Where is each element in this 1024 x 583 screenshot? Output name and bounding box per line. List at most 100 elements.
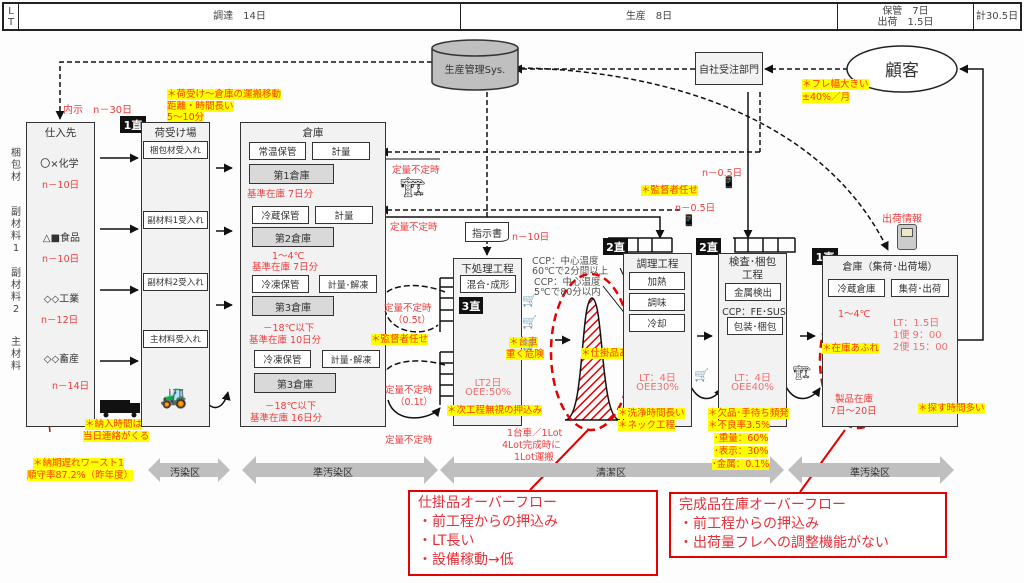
- wh2-name: 第2倉庫: [252, 227, 334, 247]
- irregular-01: 定量不定時: [385, 385, 433, 396]
- ccp-cooling: CCP：中心温度 5℃で80分以内: [534, 278, 601, 298]
- receiving-note-3: 5～10分: [167, 112, 205, 123]
- inspection-note-3: ･重量：60%: [714, 433, 769, 444]
- shipping-info-line: [519, 67, 889, 251]
- inspection-note-4: ･表示：30%: [714, 446, 769, 457]
- production-system: 生産管理Sys.: [444, 65, 506, 76]
- transport-note-2: 4Lot完成時に: [502, 440, 561, 451]
- cooking-signal-line: [380, 216, 665, 239]
- fg-stock-label-1: 製品在庫: [835, 394, 874, 405]
- preprocess-op: 混合･成形: [460, 275, 516, 293]
- wh4-name: 第3倉庫: [254, 373, 336, 393]
- receiving-item-4: 主材料受入れ: [143, 330, 208, 348]
- instruction-document: 指示書: [465, 222, 509, 242]
- wh3-storage: 冷凍保管: [252, 275, 309, 293]
- cart-icon-cooking: 🛒: [694, 368, 709, 382]
- supplier-lead-4: n－14日: [52, 381, 90, 392]
- category-label-1: 梱包材: [11, 148, 21, 183]
- wh3-stock: 基準在庫 10日分: [249, 335, 322, 346]
- inspection-oee: OEE40%: [731, 382, 774, 393]
- cooking-lead-2: n－0.5日: [675, 203, 716, 214]
- wh2-op: 計量: [315, 206, 373, 224]
- fg-callout-item-1: ・前工程からの押込み: [679, 516, 819, 532]
- search-time-note: ＊探す時間多い: [918, 403, 985, 414]
- phone-icon-1: 📱: [722, 176, 736, 189]
- wh1-storage: 常温保管: [249, 142, 306, 160]
- preprocess-title: 下処理工程: [461, 263, 514, 275]
- customer-ellipse: [846, 45, 958, 93]
- inspection-lt: LT：4日: [734, 373, 771, 384]
- wip-callout-item-2: ・LT長い: [418, 533, 475, 549]
- delivery-note-2: 当日連絡がくる: [83, 431, 150, 442]
- lt-storage-shipping: 保管 7日 出荷 1.5日: [838, 4, 974, 29]
- supplier-lead-1: n－10日: [42, 180, 80, 191]
- transport-note-3: 1Lot運搬: [514, 452, 554, 463]
- qty-05: （0.5t）: [393, 315, 431, 326]
- order-department: 自社受注部門: [695, 52, 763, 85]
- supplier-title: 仕入先: [44, 127, 77, 139]
- supplier-box: 仕入先: [26, 122, 95, 427]
- lt-storage: 保管 7日: [882, 5, 929, 17]
- receiving-shift-badge: 1直: [120, 116, 146, 133]
- fg-callout-title: 完成品在庫オーバーフロー: [679, 497, 847, 513]
- cooking-lt: LT：4日: [639, 373, 676, 384]
- customer: 顧客: [885, 61, 919, 81]
- wip-callout-item-1: ・前工程からの押込み: [418, 514, 558, 530]
- cart-icons: 🛒🛒🛒: [522, 293, 537, 351]
- wh3-op: 計量･解凍: [319, 275, 377, 293]
- wh4-op: 計量･解凍: [322, 350, 380, 368]
- phone-icon-2: 📱: [682, 214, 696, 227]
- shipping-info-label: 出荷情報: [882, 214, 922, 225]
- ccp-heating: CCP：中心温度 60℃で2分間以上: [532, 257, 608, 277]
- cooking-op-heat: 加熱: [629, 272, 685, 290]
- zone-label-3: 清潔区: [596, 468, 626, 479]
- inspection-box: 検査･梱包 工程: [718, 253, 787, 427]
- zone-arrow-1: [148, 458, 230, 482]
- inspection-title-1: 検査･梱包: [728, 256, 777, 268]
- receiving-note-1: ＊荷受け～倉庫の運搬移動: [167, 89, 282, 100]
- wip-overflow-note: ＊仕掛品あふれ: [581, 348, 648, 359]
- prod-sys-cylinder: [431, 39, 519, 91]
- inspection-title: 検査･梱包 工程: [719, 256, 786, 282]
- cooking-oee: OEE30%: [636, 382, 679, 393]
- supplier-lead-2: n－10日: [42, 254, 80, 265]
- wh4-stock: 基準在庫 16日分: [250, 413, 323, 424]
- ccp-cooling-line-2: 5℃で80分以内: [534, 287, 601, 298]
- shipping-trip-2: 2便 15：00: [893, 342, 948, 353]
- inspection-note-5: ･金属：0.1%: [712, 459, 770, 470]
- preprocess-oee: OEE:50%: [464, 387, 512, 398]
- lt-label-t: T: [7, 16, 15, 28]
- forklift-icon-2: 🏗: [400, 175, 426, 199]
- wh2-storage: 冷蔵保管: [252, 206, 309, 224]
- zone-label-1: 汚染区: [170, 468, 200, 479]
- irregular-05: 定量不定時: [384, 303, 432, 314]
- push-note: ＊次工程無視の押込み: [447, 405, 543, 416]
- fg-callout-item-2: ・出荷量フレへの調整機能がない: [679, 535, 889, 551]
- cooking-op-season: 調味: [629, 293, 685, 311]
- lt-procurement: 調達 14日: [19, 4, 461, 29]
- rack-1: [439, 277, 455, 405]
- shipping-schedule: LT：1.5日 1便 9：00 2便 15：00: [893, 318, 948, 354]
- supplier-name-4: ◇◇畜産: [43, 354, 80, 365]
- supplier-lead-3: n－12日: [41, 315, 79, 326]
- wh2-temp: 1～4℃: [272, 251, 305, 262]
- supplier-name-2: △■食品: [42, 233, 81, 244]
- cooking-shift-badge: 2直: [603, 238, 628, 255]
- zone-arrow-2: [242, 456, 438, 484]
- fg-stock-label-2: 7日～20日: [830, 406, 877, 417]
- zone-label-2: 準汚染区: [313, 468, 353, 479]
- supplier-name-1: 〇×化学: [40, 159, 79, 170]
- receiving-note-2: 距離・時間長い: [167, 101, 234, 112]
- wh1-stock: 基準在庫 7日分: [247, 189, 314, 200]
- handheld-terminal-icon: [897, 224, 917, 250]
- wh1-name: 第1倉庫: [249, 164, 334, 184]
- ccp-heating-line-2: 60℃で2分間以上: [532, 266, 609, 277]
- zone-arrow-3: [440, 456, 784, 484]
- wh2-stock: 基準在庫 7日分: [252, 262, 319, 273]
- customer-note-1: ＊フレ幅大きい: [802, 79, 869, 90]
- shipping-lt: LT：1.5日: [893, 318, 940, 329]
- wh3-temp: －18℃以下: [263, 323, 315, 334]
- zone-label-4: 準汚染区: [850, 468, 890, 479]
